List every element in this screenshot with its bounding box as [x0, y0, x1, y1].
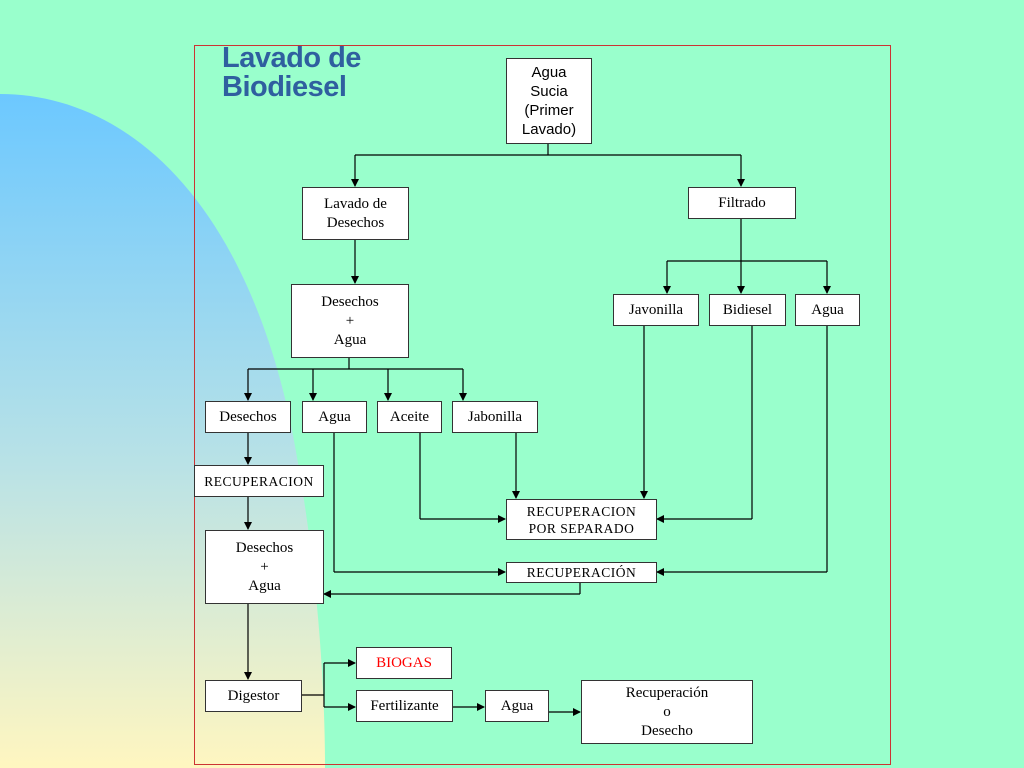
- diagram-frame: [194, 45, 891, 765]
- node-recuperacion-2: RECUPERACIÓN: [506, 562, 657, 583]
- title-line-2: Biodiesel: [222, 71, 347, 103]
- node-lavado-de-desechos: Lavado de Desechos: [302, 187, 409, 240]
- node-agua-sucia: Agua Sucia (Primer Lavado): [506, 58, 592, 144]
- node-aceite: Aceite: [377, 401, 442, 433]
- node-filtrado: Filtrado: [688, 187, 796, 219]
- slide-title: Lavado de Biodiesel: [222, 44, 361, 102]
- node-bidiesel: Bidiesel: [709, 294, 786, 326]
- node-recuperacion-o-desecho: Recuperación o Desecho: [581, 680, 753, 744]
- title-line-1: Lavado de: [222, 42, 361, 74]
- node-desechos-agua-2: Desechos + Agua: [205, 530, 324, 604]
- node-desechos-agua-1: Desechos + Agua: [291, 284, 409, 358]
- node-agua-bottom: Agua: [485, 690, 549, 722]
- node-javonilla: Javonilla: [613, 294, 699, 326]
- node-recuperacion-por-separado: RECUPERACION POR SEPARADO: [506, 499, 657, 540]
- node-desechos: Desechos: [205, 401, 291, 433]
- node-agua-mid: Agua: [302, 401, 367, 433]
- node-digestor: Digestor: [205, 680, 302, 712]
- node-agua-right: Agua: [795, 294, 860, 326]
- node-recuperacion: RECUPERACION: [194, 465, 324, 497]
- node-biogas: BIOGAS: [356, 647, 452, 679]
- node-fertilizante: Fertilizante: [356, 690, 453, 722]
- node-jabonilla: Jabonilla: [452, 401, 538, 433]
